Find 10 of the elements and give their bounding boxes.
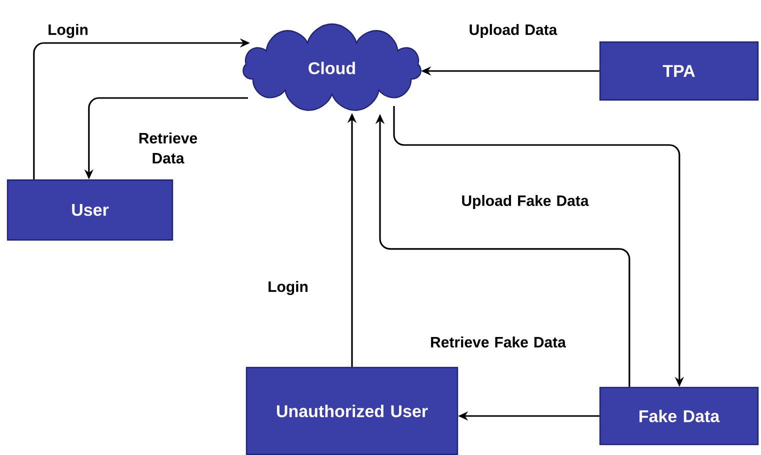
edge-label: Retrieve Data: [139, 132, 198, 164]
process-box: TPA: [599, 41, 759, 101]
process-box: User: [6, 179, 174, 241]
edge-label: Upload Fake Data: [462, 195, 589, 209]
edge-label: Upload Data: [470, 24, 558, 38]
process-box: Unauthorized User: [246, 366, 458, 455]
edge-label: Login: [48, 24, 88, 38]
edge-label: Retrieve Fake Data: [431, 336, 566, 348]
process-box: Fake Data: [599, 386, 759, 446]
edge-label: Login: [268, 280, 308, 296]
